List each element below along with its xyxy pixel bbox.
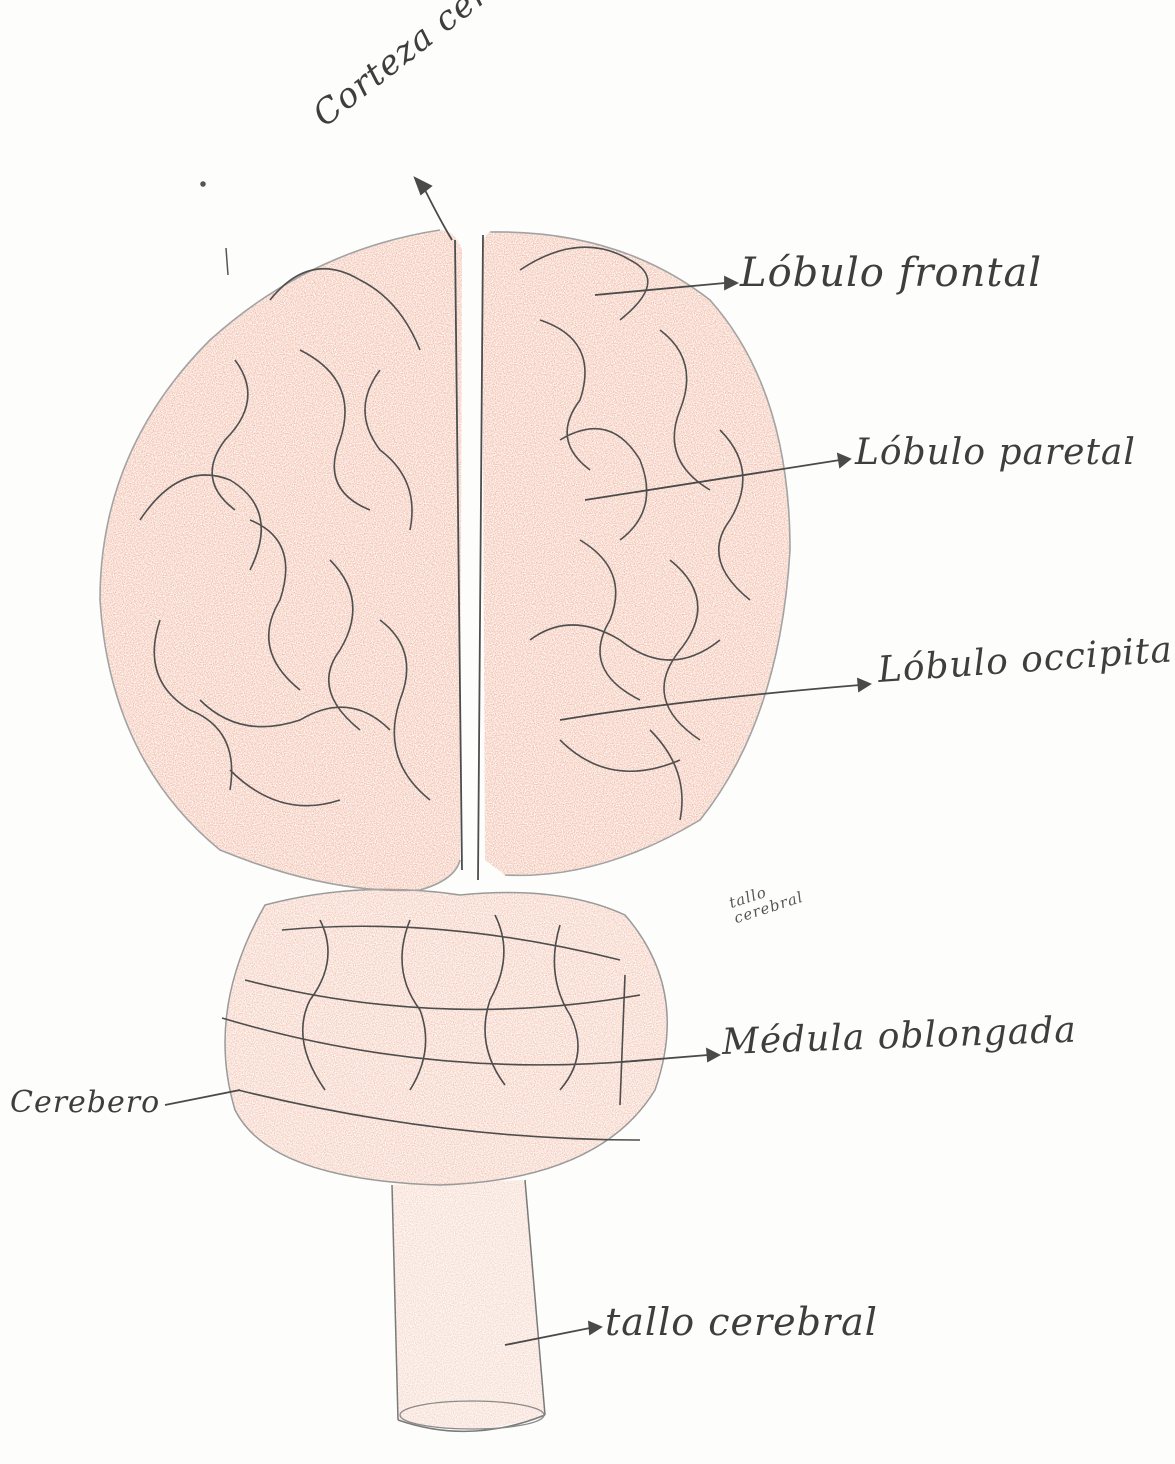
arrow-parietal-head <box>838 454 850 467</box>
brain-stem-fill <box>392 1180 545 1429</box>
stray-marks <box>201 182 228 275</box>
label-frontal-lobe: Lóbulo frontal <box>740 250 1042 296</box>
left-hemisphere-fill <box>100 230 462 891</box>
arrow-tallo-head <box>589 1322 601 1334</box>
left-hemisphere <box>100 230 462 891</box>
label-cerebellum: Cerebero <box>10 1085 160 1120</box>
cerebellum-fill <box>225 889 667 1185</box>
stray-dot <box>201 182 205 186</box>
cerebellum <box>222 889 667 1185</box>
right-hemisphere-fill <box>482 232 790 875</box>
arrow-cerebelo <box>165 1090 240 1105</box>
brain-stem <box>392 1180 545 1431</box>
arrow-medula-head <box>707 1049 719 1061</box>
arrow-cortex-head <box>415 178 431 194</box>
arrow-occipital-head <box>858 679 870 691</box>
label-brain-stem: tallo cerebral <box>605 1300 878 1344</box>
label-parietal-lobe: Lóbulo paretal <box>855 432 1136 473</box>
right-hemisphere <box>482 232 790 875</box>
stray-stroke <box>226 248 228 275</box>
arrow-frontal-head <box>725 277 737 289</box>
fissure-line <box>478 235 483 880</box>
